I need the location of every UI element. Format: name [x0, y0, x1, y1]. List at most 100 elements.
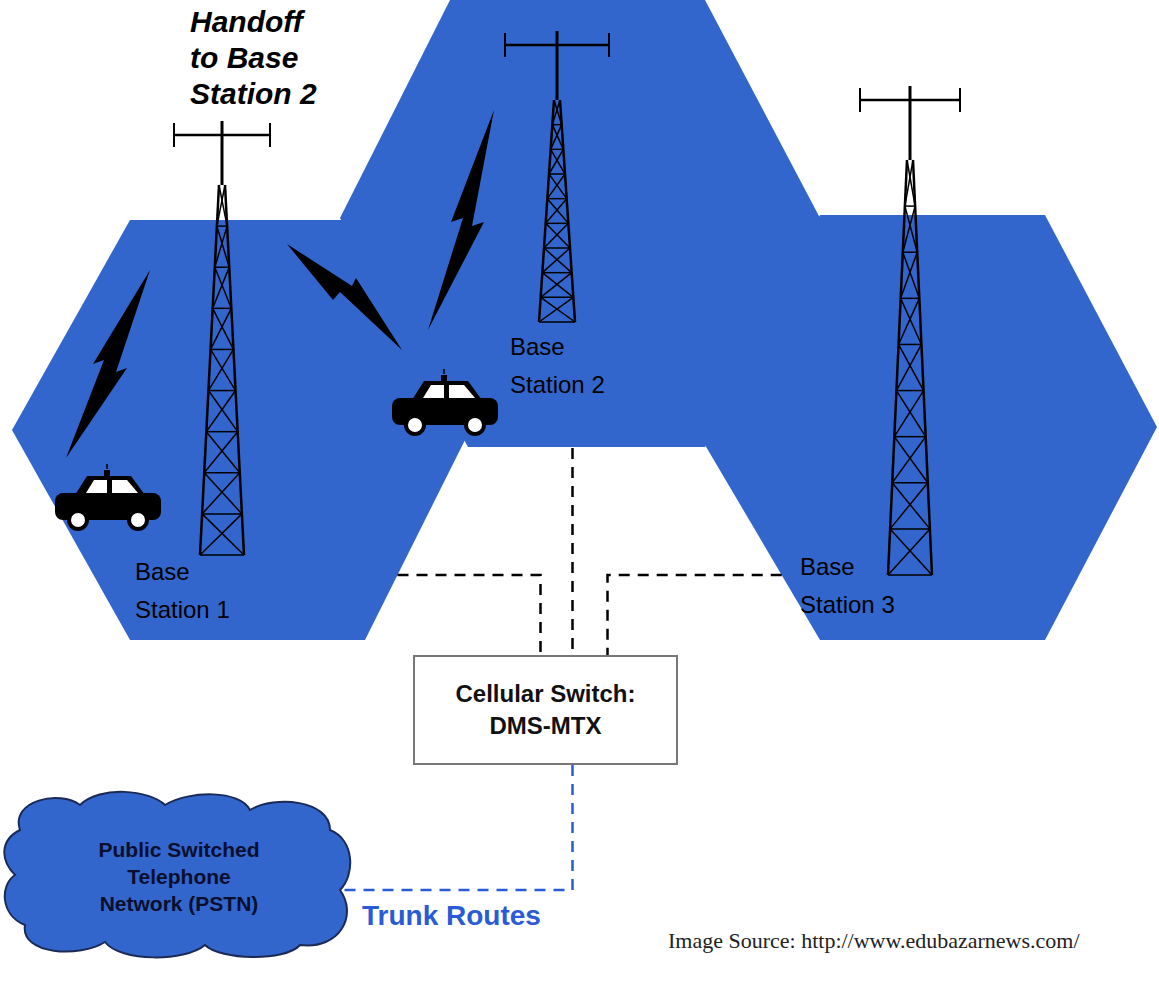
switch-box: Cellular Switch: DMS-MTX	[413, 655, 678, 765]
tower-brace	[204, 473, 242, 514]
tower-brace	[541, 273, 572, 298]
tower-rung	[215, 266, 229, 268]
tower-brace	[211, 349, 236, 390]
antenna-tick	[959, 88, 961, 112]
tower-brace	[206, 391, 235, 432]
tower-rung	[905, 205, 915, 207]
station-name: Base Station 3	[800, 548, 910, 624]
network-cloud: Public Switched Telephone Network (PSTN)	[0, 790, 358, 962]
tower-brace	[901, 252, 918, 298]
tower-brace	[542, 248, 570, 273]
label-holder: Trunk Routes	[362, 900, 541, 932]
tower-rung	[206, 431, 237, 433]
tower-brace	[894, 437, 927, 483]
tower-brace	[551, 125, 562, 150]
tower-mast	[909, 86, 912, 160]
backhaul-link	[608, 575, 782, 655]
radio-signal-bolt	[287, 244, 402, 350]
tower-brace	[215, 226, 227, 267]
tower-brace	[894, 391, 923, 437]
cell-hexagon: Base Station 3	[705, 215, 1159, 642]
trunk-route	[342, 765, 573, 890]
tower-brace	[202, 514, 244, 555]
hexagon-outline	[705, 215, 1159, 642]
tower-rung	[202, 513, 242, 515]
tower-rung	[892, 482, 928, 484]
car-icon	[55, 464, 161, 529]
source-note: Image Source: http://www.edubazarnews.co…	[668, 928, 1080, 954]
tower-rung	[544, 247, 570, 249]
tower-rung	[894, 436, 925, 438]
tower-rung	[200, 554, 244, 556]
tower-brace	[903, 252, 920, 298]
antenna-bar	[860, 99, 960, 102]
tower-rung	[213, 308, 232, 310]
trunk-label: Trunk Routes	[362, 900, 541, 932]
tower-brace	[204, 432, 237, 473]
tower-rung	[217, 225, 227, 227]
tower-leg	[560, 100, 575, 322]
tower-brace	[551, 149, 565, 174]
tower-brace	[202, 473, 240, 514]
radio-signal-bolt	[66, 270, 150, 458]
tower-brace	[544, 223, 568, 248]
label-holder: Handoff to Base Station 2	[190, 4, 330, 112]
station-name: Base Station 1	[135, 553, 245, 629]
antenna-tick	[504, 33, 506, 57]
tower-rung	[204, 472, 240, 474]
tower-brace	[907, 160, 915, 206]
station-name: Base Station 2	[510, 328, 620, 404]
tower-brace	[206, 432, 239, 473]
tower-rung	[896, 390, 923, 392]
tower-brace	[549, 174, 567, 199]
tower-brace	[213, 267, 230, 308]
tower-brace	[208, 349, 233, 390]
tower-leg	[888, 160, 907, 575]
tower-brace	[905, 206, 917, 252]
tower-rung	[541, 297, 574, 299]
car-icon	[392, 369, 498, 434]
radio-signal-bolt	[428, 110, 494, 330]
tower-mast	[556, 31, 559, 100]
tower-brace	[899, 344, 924, 390]
tower-brace	[901, 298, 922, 344]
antenna-bar	[174, 134, 270, 137]
tower-rung	[903, 251, 917, 253]
tower-brace	[888, 529, 930, 575]
tower-rung	[888, 574, 932, 576]
tower-brace	[217, 226, 229, 267]
tower-brace	[896, 344, 921, 390]
label-holder: Image Source: http://www.edubazarnews.co…	[668, 928, 1080, 954]
tower-brace	[208, 391, 237, 432]
tower-rung	[890, 528, 930, 530]
tower-brace	[200, 514, 242, 555]
tower-brace	[217, 185, 225, 226]
tower-leg	[539, 100, 554, 322]
tower-brace	[546, 199, 567, 224]
tower-rung	[208, 390, 235, 392]
switch-name: Cellular Switch: DMS-MTX	[433, 678, 658, 743]
backhaul-link	[571, 448, 574, 655]
tower-rung	[542, 272, 571, 274]
antenna-tick	[173, 123, 175, 147]
tower-brace	[211, 308, 232, 349]
tower-rung	[211, 349, 234, 351]
tower-brace	[552, 125, 563, 150]
tower-brace	[903, 206, 915, 252]
tower-rung	[539, 321, 575, 323]
tower-rung	[552, 124, 561, 126]
tower-mast	[221, 121, 224, 185]
tower-brace	[890, 529, 932, 575]
tower-brace	[892, 483, 930, 529]
tower-brace	[892, 437, 925, 483]
handoff-label: Handoff to Base Station 2	[190, 4, 330, 112]
tower-brace	[899, 298, 920, 344]
antenna-tick	[269, 123, 271, 147]
tower-brace	[215, 267, 232, 308]
tower-leg	[225, 185, 244, 555]
tower-leg	[913, 160, 932, 575]
tower-brace	[905, 160, 913, 206]
tower-brace	[890, 483, 928, 529]
